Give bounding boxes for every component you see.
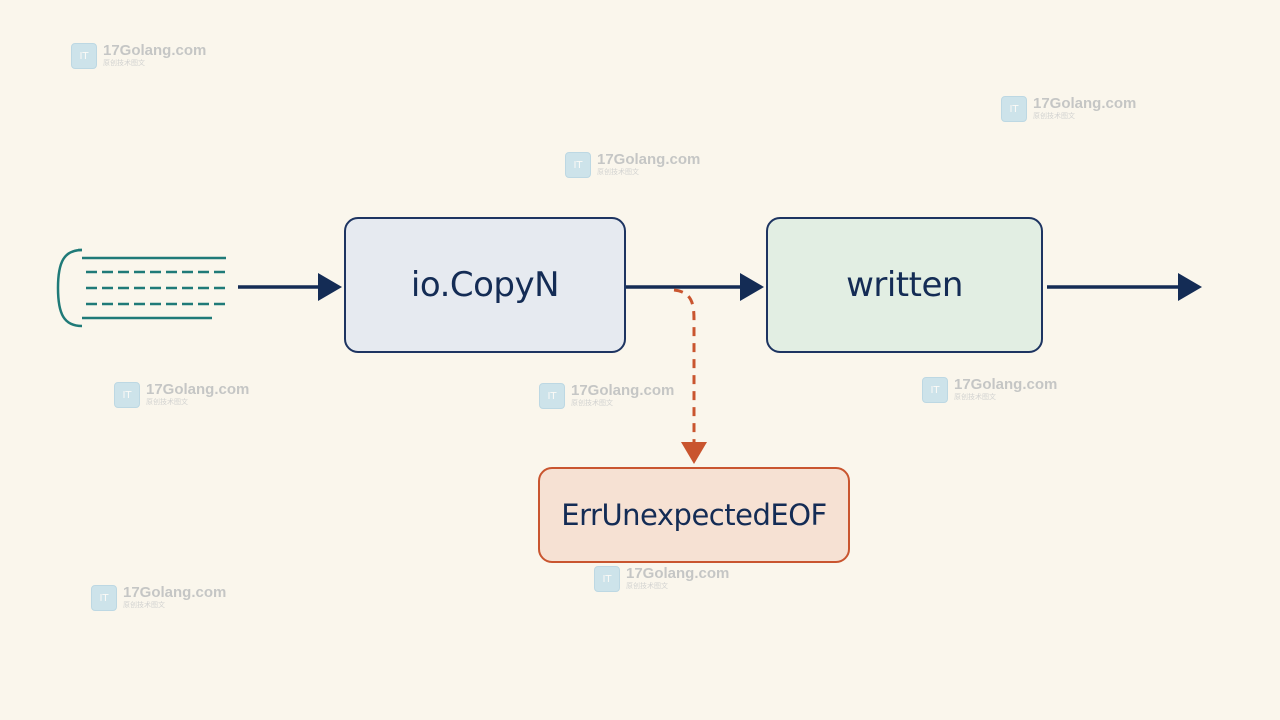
watermark-logo-icon: IT	[594, 566, 620, 592]
watermark-tagline: 原创技术图文	[571, 399, 613, 407]
node-written: written	[766, 217, 1043, 353]
watermark-tagline: 原创技术图文	[1033, 112, 1075, 120]
arrow-copyn-to-written	[626, 273, 764, 301]
watermark-tagline: 原创技术图文	[123, 601, 165, 609]
arrow-reader-to-copyn	[238, 273, 342, 301]
watermark-site: 17Golang.com	[954, 376, 1058, 393]
reader-stream-icon	[56, 248, 226, 328]
watermark-site: 17Golang.com	[597, 151, 701, 168]
watermark-logo-icon: IT	[1001, 96, 1027, 122]
arrow-copyn-to-error	[673, 288, 707, 464]
watermark-logo-icon: IT	[922, 377, 948, 403]
watermark-logo-icon: IT	[71, 43, 97, 69]
arrow-written-to-output	[1047, 273, 1202, 301]
watermark-tagline: 原创技术图文	[626, 582, 668, 590]
watermark-logo-icon: IT	[565, 152, 591, 178]
watermark-tagline: 原创技术图文	[146, 398, 188, 406]
watermark-site: 17Golang.com	[626, 565, 730, 582]
watermark-logo-icon: IT	[114, 382, 140, 408]
watermark-logo-icon: IT	[539, 383, 565, 409]
node-written-label: written	[846, 265, 963, 305]
watermark-site: 17Golang.com	[103, 42, 207, 59]
node-err-unexpected-eof: ErrUnexpectedEOF	[538, 467, 850, 563]
watermark-site: 17Golang.com	[571, 382, 675, 399]
node-io-copyn: io.CopyN	[344, 217, 626, 353]
node-io-copyn-label: io.CopyN	[410, 265, 560, 305]
watermark-logo-icon: IT	[91, 585, 117, 611]
watermark-tagline: 原创技术图文	[954, 393, 996, 401]
watermark-site: 17Golang.com	[1033, 95, 1137, 112]
node-err-unexpected-eof-label: ErrUnexpectedEOF	[561, 498, 827, 532]
watermark-tagline: 原创技术图文	[597, 168, 639, 176]
watermark-tagline: 原创技术图文	[103, 59, 145, 67]
watermark-site: 17Golang.com	[123, 584, 227, 601]
watermark-site: 17Golang.com	[146, 381, 250, 398]
